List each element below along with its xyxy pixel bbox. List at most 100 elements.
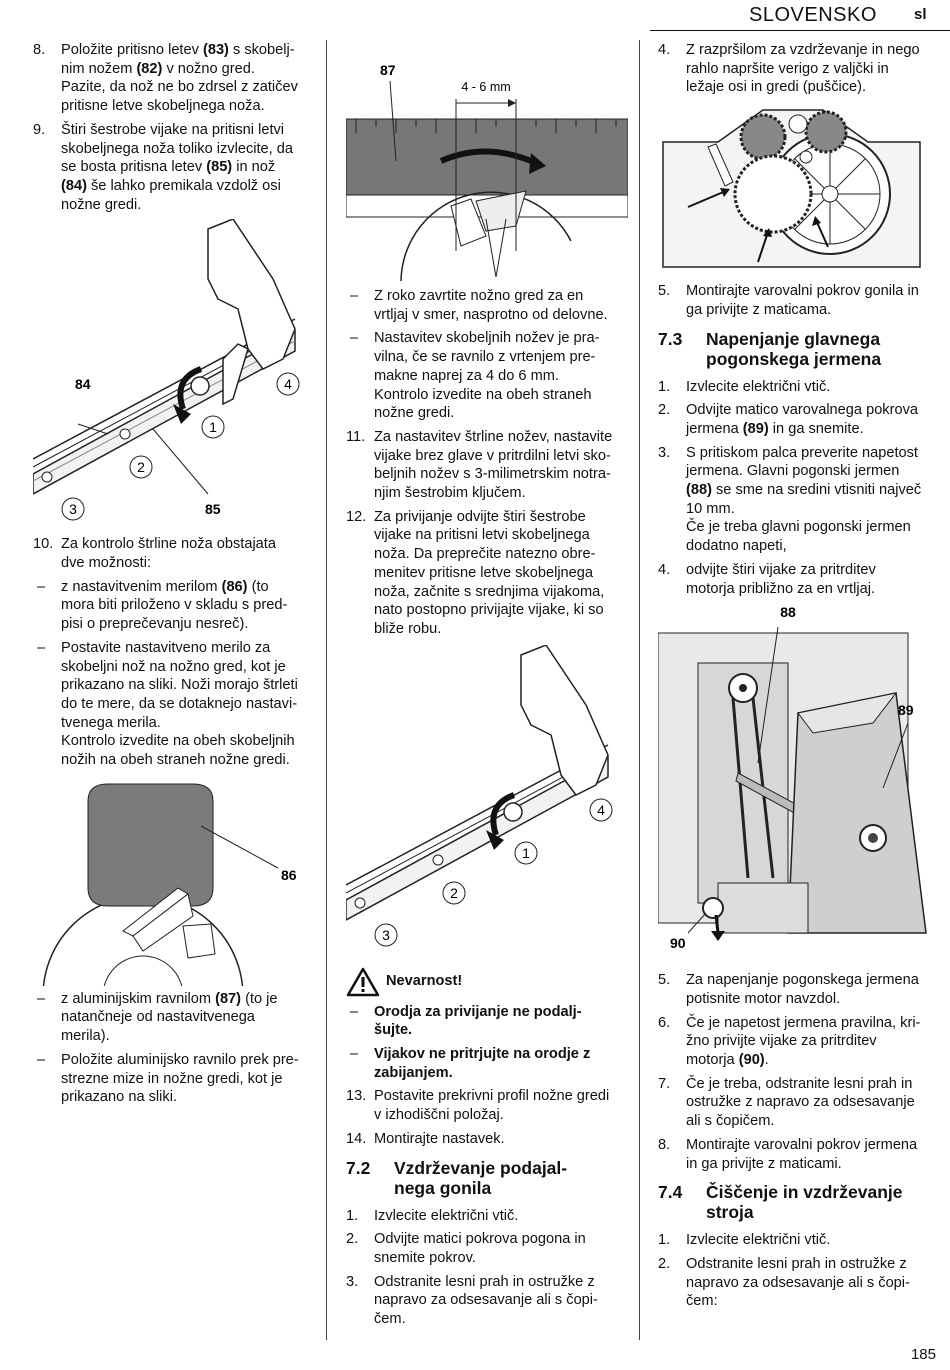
item-marker: 1. [658, 1232, 671, 1249]
item-marker: 10. [33, 536, 54, 553]
callout-3: 3 [382, 927, 390, 943]
callout-1: 1 [209, 419, 217, 435]
item-marker: 2. [346, 1231, 359, 1248]
item-marker: 2. [658, 402, 671, 419]
item-text: Če je napetost jermena pravilna, kri-žno… [686, 1014, 921, 1069]
item-marker: – [37, 990, 46, 1007]
item-marker: 8. [33, 42, 46, 58]
item-marker: 7. [658, 1075, 671, 1092]
item-marker: 1. [658, 378, 671, 395]
item-marker: 4. [658, 561, 671, 578]
column-divider-1 [326, 40, 327, 1340]
numbered-item: 6. Če je napetost jermena pravilna, kri-ž… [658, 1014, 933, 1070]
bullet-item: –Nastavitev skobeljnih nožev je pra-viln… [346, 329, 628, 423]
list: 1. Izvlecite električni vtič. 2. Odvijte ma… [346, 1207, 628, 1329]
item-marker: 5. [658, 972, 671, 989]
item-text: Izvlecite električni vtič. [374, 1207, 519, 1224]
item-text: Izvlecite električni vtič. [686, 378, 831, 395]
section-heading-7-2: 7.2 Vzdrževanje podajal-nega gonila [346, 1157, 568, 1198]
numbered-item: 1. Izvlecite električni vtič. [658, 378, 933, 397]
item-text: Nastavitev skobeljnih nožev je pra-vilna… [374, 330, 600, 422]
item-marker: 12. [346, 508, 367, 525]
callout-2: 2 [450, 885, 458, 901]
item-marker: 5. [658, 283, 671, 300]
numbered-item: 13.Postavite prekrivni profil nožne gred… [346, 1087, 628, 1124]
bullet-item: –Položite aluminijsko ravnilo prek pre-s… [33, 1051, 315, 1107]
callout-4: 4 [284, 376, 292, 392]
figure-gearbox-chain [658, 102, 930, 273]
item-marker: – [350, 1003, 359, 1020]
list: 1. Izvlecite električni vtič. 2. Odvijte ma… [658, 378, 933, 599]
label-85: 85 [205, 501, 221, 517]
numbered-item: 1.Izvlecite električni vtič. [658, 1231, 933, 1250]
item-text: Položite aluminijsko ravnilo prek pre-st… [61, 1051, 299, 1106]
column-2: 4 - 6 mm 87 –Z roko zavrtite nožno gred … [346, 41, 628, 1334]
figure-drive-belt: 88 89 90 [658, 603, 930, 964]
list: 8. Položite pritisno letev (83) s skobelj… [33, 41, 315, 214]
item-marker: – [350, 330, 359, 347]
list: 1.Izvlecite električni vtič. 2. Odstranite… [658, 1231, 933, 1311]
figure-pressure-bar-screws: 1 2 3 4 84 85 [33, 219, 315, 530]
header-language: SLOVENSKO [749, 4, 877, 26]
item-text: Položite pritisno letev (83) s skobelj-n… [61, 42, 298, 115]
column-divider-2 [639, 40, 640, 1340]
numbered-item: 8. Položite pritisno letev (83) s skobelj… [33, 41, 315, 116]
label-89: 89 [898, 702, 914, 718]
section-title: Vzdrževanje podajal-nega gonila [394, 1157, 568, 1198]
item-marker: 1. [346, 1207, 359, 1224]
item-marker: 9. [33, 121, 46, 138]
header-rule [650, 30, 950, 31]
label-84: 84 [75, 376, 91, 392]
item-marker: 14. [346, 1130, 367, 1147]
item-marker: 6. [658, 1014, 671, 1031]
numbered-item: 1. Izvlecite električni vtič. [346, 1207, 628, 1226]
label-87: 87 [380, 62, 396, 78]
item-marker: – [350, 288, 359, 304]
numbered-item: 14.Montirajte nastavek. [346, 1130, 628, 1149]
item-marker: 11. [346, 428, 366, 445]
item-marker: 2. [658, 1255, 671, 1272]
numbered-item: 11. Za nastavitev štrline nožev, nastavit… [346, 428, 628, 503]
callout-3: 3 [69, 501, 77, 517]
warning-heading: Nevarnost! [346, 967, 628, 997]
item-text: Orodja za privijanje ne podalj-šujte. [374, 1003, 582, 1039]
